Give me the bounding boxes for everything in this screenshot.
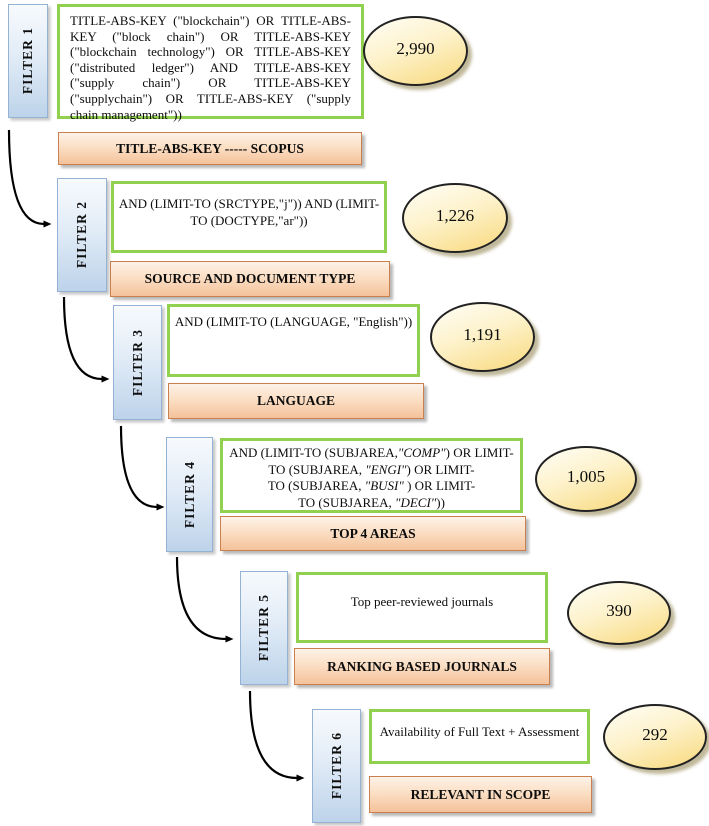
count-ellipse-1: 2,990 [363,16,468,86]
query-text-3: AND (LIMIT-TO (LANGUAGE, "English")) [174,314,413,329]
query-box-4: AND (LIMIT-TO (SUBJAREA,"COMP") OR LIMIT… [220,438,523,513]
count-text-4: 1,005 [566,467,606,486]
filter-tab-2: FILTER 2 [57,178,107,292]
count-text-1: 2,990 [396,39,435,58]
stage-label-6: RELEVANT IN SCOPE [369,776,592,813]
filter-tab-6-text: FILTER 6 [328,732,344,800]
query-text-4: AND (LIMIT-TO (SUBJAREA,"COMP") OR LIMIT… [223,441,520,511]
count-text-3: 1,191 [463,325,502,344]
stage-label-3: LANGUAGE [168,383,424,419]
filter-tab-1: FILTER 1 [8,4,48,118]
query-box-6: Availability of Full Text + Assessment [369,709,590,764]
arrow-filter1-to-filter2 [7,129,52,228]
query-4-line-2: TO (SUBJAREA, "ENGI") OR LIMIT- [268,461,475,477]
filter-tab-4: FILTER 4 [166,437,213,552]
count-text-6: 292 [642,725,668,744]
query-box-3: AND (LIMIT-TO (LANGUAGE, "English")) [167,304,420,377]
filter-tab-4-text: FILTER 4 [181,460,197,529]
filter-tab-3-text: FILTER 3 [129,328,145,397]
query-box-5: Top peer-reviewed journals [296,572,548,643]
stage-label-1-text: TITLE-ABS-KEY ----- SCOPUS [116,140,304,156]
stage-label-5: RANKING BASED JOURNALS [294,648,550,685]
query-4-line-1: AND (LIMIT-TO (SUBJAREA,"COMP") OR LIMIT… [229,445,514,460]
count-ellipse-3: 1,191 [430,302,535,372]
filter-tab-1-text: FILTER 1 [20,27,35,95]
stage-label-2: SOURCE AND DOCUMENT TYPE [110,261,390,297]
count-ellipse-6: 292 [603,704,707,770]
query-box-1: TITLE-ABS-KEY ("blockchain") OR TITLE-AB… [57,4,364,122]
filter-tab-5-text: FILTER 5 [256,594,271,662]
stage-label-1: TITLE-ABS-KEY ----- SCOPUS [58,132,362,165]
query-text-6: Availability of Full Text + Assessment [379,724,580,739]
stage-label-4: TOP 4 AREAS [220,516,526,551]
query-text-2: AND (LIMIT-TO (SRCTYPE,"j")) AND (LIMIT-… [118,196,380,228]
arrow-filter5-to-filter6 [248,690,305,782]
filter-tab-5: FILTER 5 [240,571,288,685]
stage-label-5-text: RANKING BASED JOURNALS [327,658,517,674]
filter-tab-6: FILTER 6 [312,709,361,823]
query-text-1: TITLE-ABS-KEY ("blockchain") OR TITLE-AB… [70,13,351,122]
arrow-filter4-to-filter5 [175,556,234,643]
query-4-line-3: TO (SUBJAREA, "BUSI" ) OR LIMIT- [267,478,476,493]
count-ellipse-2: 1,226 [402,183,508,253]
filter-tab-2-text: FILTER 2 [74,201,89,269]
query-box-2: AND (LIMIT-TO (SRCTYPE,"j")) AND (LIMIT-… [111,181,387,253]
query-4-line-4: TO (SUBJAREA, "DECI")) [298,494,445,510]
arrow-filter3-to-filter4 [119,425,165,511]
stage-label-2-text: SOURCE AND DOCUMENT TYPE [144,271,356,286]
stage-label-6-text: RELEVANT IN SCOPE [410,786,551,802]
count-text-2: 1,226 [435,206,475,225]
count-ellipse-5: 390 [567,581,671,645]
stage-label-3-text: LANGUAGE [256,393,335,408]
stage-label-4-text: TOP 4 AREAS [330,525,416,541]
count-ellipse-4: 1,005 [535,446,637,512]
filter-tab-3: FILTER 3 [113,305,162,420]
query-text-5: Top peer-reviewed journals [350,594,494,609]
arrow-filter2-to-filter3 [62,296,110,383]
count-text-5: 390 [606,601,632,620]
